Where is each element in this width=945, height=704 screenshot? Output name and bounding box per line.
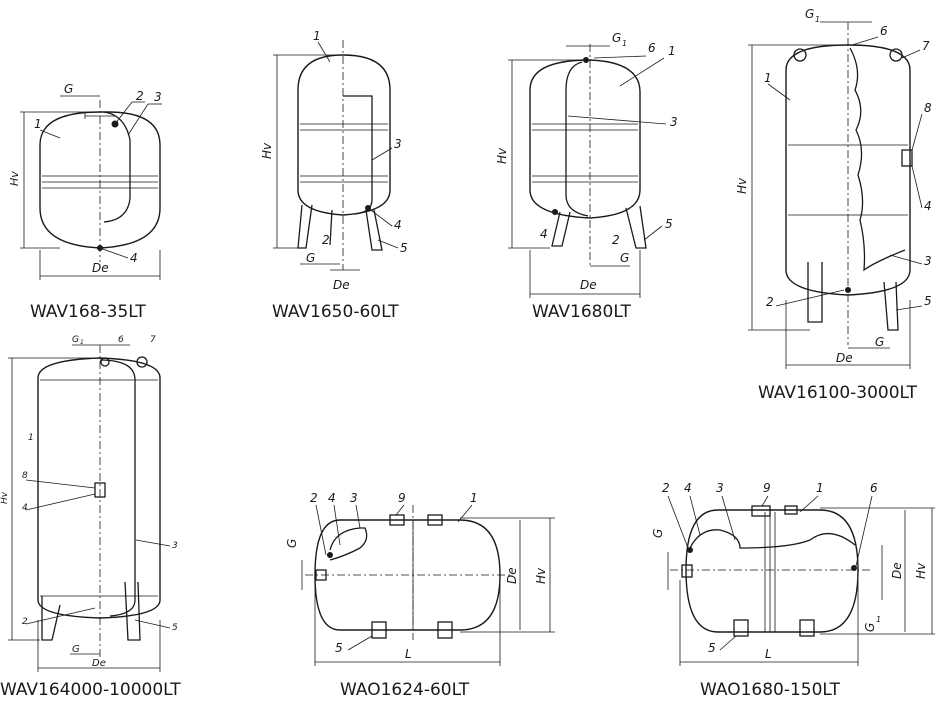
g1-sub-5: 1: [80, 339, 84, 346]
caption-wav164000-10000lt: WAV164000-10000LT: [0, 680, 181, 700]
item-3-label-3: 3: [670, 115, 678, 129]
item-9-label-6: 9: [398, 491, 406, 505]
g-label-7: G: [651, 529, 665, 538]
g-label-1: G: [64, 82, 73, 96]
item-2-label-7: 2: [662, 481, 670, 495]
item-6-label-5: 6: [118, 335, 124, 345]
item-4-label-5: 4: [22, 503, 28, 513]
caption-wav1680lt: WAV1680LT: [532, 302, 631, 322]
item-4-label-4: 4: [924, 199, 932, 213]
item-1-label-2: 1: [313, 29, 321, 43]
item-2-label-1: 2: [136, 89, 144, 103]
item-5-label-2: 5: [400, 241, 408, 255]
item-2-label-6: 2: [310, 491, 318, 505]
g1-sub-4: 1: [815, 15, 820, 24]
item-1-label-7: 1: [816, 481, 824, 495]
hv-label-6: Hv: [534, 567, 548, 584]
de-label-5: De: [92, 658, 106, 669]
de-label-3: De: [580, 278, 597, 292]
item-4-label-7: 4: [684, 481, 692, 495]
item-2-label-5: 2: [22, 617, 28, 627]
item-3-label-1: 3: [154, 90, 162, 104]
item-2-label-2: 2: [322, 233, 330, 247]
item-7-label-5: 7: [150, 335, 156, 345]
item-2-label-4: 2: [766, 295, 774, 309]
item-3-label-2: 3: [394, 137, 402, 151]
hv-label-7: Hv: [914, 562, 928, 579]
hv-label-2: Hv: [260, 142, 274, 159]
item-3-label-5: 3: [172, 541, 178, 551]
item-5-label-4: 5: [924, 294, 932, 308]
drawing-wav1650-60lt: Hv De G 1 3 4 5 2: [260, 29, 408, 292]
item-5-label-6: 5: [335, 641, 343, 655]
item-1-label-3: 1: [668, 44, 676, 58]
hv-label-1: Hv: [8, 171, 21, 186]
g1-label-3: G: [612, 31, 621, 45]
de-label-7: De: [890, 562, 904, 579]
g1-label-5: G: [72, 335, 79, 345]
item-4-label-2: 4: [394, 218, 402, 232]
g-label-5: G: [72, 644, 80, 655]
g1-label-4: G: [805, 7, 814, 21]
caption-wav168-35lt: WAV168-35LT: [30, 302, 146, 322]
item-4-label-1: 4: [130, 251, 138, 265]
g1-sub-7: 1: [876, 615, 881, 624]
item-3-label-7: 3: [716, 481, 724, 495]
hv-label-5: Hv: [0, 491, 10, 504]
de-label-1: De: [92, 261, 109, 275]
drawing-wav164000-10000lt: Hv De G G 1 6 7 1 8 4 3 5 2: [0, 335, 178, 672]
item-6-label-4: 6: [880, 24, 888, 38]
item-4-label-3: 4: [540, 227, 548, 241]
caption-wao1680-150lt: WAO1680-150LT: [700, 680, 840, 700]
de-label-2: De: [333, 278, 350, 292]
de-label-4: De: [836, 351, 853, 365]
g-label-2: G: [306, 251, 315, 265]
drawing-wav168-35lt: Hv De G 2 3 1 4: [8, 82, 162, 280]
item-5-label-7: 5: [708, 641, 716, 655]
item-1-label-5: 1: [28, 433, 34, 443]
item-9-label-7: 9: [763, 481, 771, 495]
item-3-label-4: 3: [924, 254, 932, 268]
g1-sub-3: 1: [622, 39, 627, 48]
l-label-7: L: [765, 647, 772, 661]
caption-wao1624-60lt: WAO1624-60LT: [340, 680, 470, 700]
drawing-wao1624-60lt: Hv De L G 2 4 3 9 1 5: [285, 491, 555, 666]
item-1-label-6: 1: [470, 491, 478, 505]
item-4-label-6: 4: [328, 491, 336, 505]
item-5-label-5: 5: [172, 623, 178, 633]
hv-label-3: Hv: [495, 147, 509, 164]
item-1-label-4: 1: [764, 71, 772, 85]
item-8-label-4: 8: [924, 101, 932, 115]
g-label-4: G: [875, 335, 884, 349]
g-label-6: G: [285, 539, 299, 548]
g-label-3: G: [620, 251, 629, 265]
item-5-label-3: 5: [665, 217, 673, 231]
caption-wav16100-3000lt: WAV16100-3000LT: [758, 383, 918, 403]
caption-wav1650-60lt: WAV1650-60LT: [272, 302, 399, 322]
item-3-label-6: 3: [350, 491, 358, 505]
item-6-label-3: 6: [648, 41, 656, 55]
item-6-label-7: 6: [870, 481, 878, 495]
item-1-label-1: 1: [34, 117, 42, 131]
item-2-label-3: 2: [612, 233, 620, 247]
de-label-6: De: [505, 567, 519, 584]
drawing-wav1680lt: Hv De G 1 G 6 1 3 5 4 2: [495, 31, 678, 298]
item-7-label-4: 7: [922, 39, 930, 53]
drawing-wao1680-150lt: Hv De G 1 L G 2 4 3 9 1 6 5: [651, 481, 935, 666]
item-8-label-5: 8: [22, 471, 28, 481]
g1-label-7: G: [863, 623, 877, 632]
l-label-6: L: [405, 647, 412, 661]
hv-label-4: Hv: [735, 177, 749, 194]
drawing-wav16100-3000lt: Hv De G 1 G 6 7 1 8 4 3 5 2: [735, 7, 932, 369]
